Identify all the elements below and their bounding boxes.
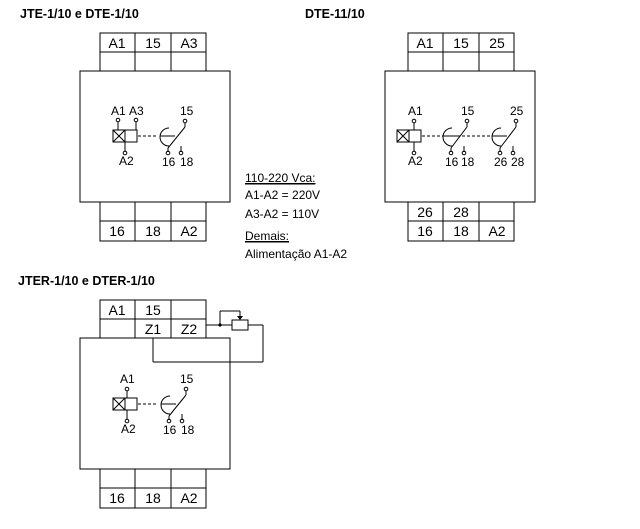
relay-jte: A1 15 A3 16 18 A2 A1 A3 [79, 32, 231, 242]
terminal-a1: A1 [108, 35, 125, 51]
potentiometer-icon [152, 310, 264, 363]
terminal-18: 18 [145, 490, 161, 506]
title-dte11: DTE-11/10 [305, 7, 365, 21]
terminal-16: 16 [417, 223, 433, 239]
title-jte-dte: JTE-1/10 e DTE-1/10 [20, 7, 139, 21]
changeover-contact-icon: 15 16 18 [159, 104, 194, 169]
label-a2: A2 [121, 422, 136, 436]
jte-top-terminal-block: A1 15 A3 [99, 32, 207, 72]
label-16: 16 [445, 155, 459, 169]
changeover-contact-icon: 15 16 18 [160, 372, 195, 437]
terminal-15: 15 [145, 302, 161, 318]
jter-top-terminal-block: A1 15 Z1 Z2 [99, 299, 207, 339]
notes-heading-2: Demais: [245, 229, 289, 243]
label-a3: A3 [129, 104, 144, 118]
jter-bottom-terminal-block: 16 18 A2 [99, 468, 207, 509]
label-16: 16 [162, 155, 176, 169]
notes-line-1: A1-A2 = 220V [245, 188, 320, 202]
relay-dte11: A1 15 25 26 28 16 18 A2 A1 A2 [384, 32, 536, 242]
terminal-25: 25 [489, 35, 505, 51]
terminal-26: 26 [417, 204, 433, 220]
notes-heading: 110-220 Vca: [245, 171, 316, 185]
changeover-contact-2-icon: 25 26 28 [491, 104, 525, 169]
jter-schematic: A1 A2 15 16 18 [112, 372, 195, 437]
terminal-z2: Z2 [181, 321, 198, 337]
dte11-bottom-terminal-block: 26 28 16 18 A2 [407, 201, 515, 242]
label-15: 15 [180, 104, 194, 118]
terminal-16: 16 [109, 223, 125, 239]
dte11-schematic: A1 A2 15 16 18 [396, 104, 525, 169]
terminal-z1: Z1 [145, 321, 162, 337]
label-26: 26 [494, 155, 508, 169]
terminal-a2: A2 [180, 490, 197, 506]
label-18: 18 [180, 155, 194, 169]
label-28: 28 [511, 155, 525, 169]
notes-line-3: Alimentação A1-A2 [245, 247, 347, 261]
label-16: 16 [163, 423, 177, 437]
label-18: 18 [461, 155, 475, 169]
terminal-a3: A3 [180, 35, 197, 51]
terminal-a1: A1 [416, 35, 433, 51]
label-25: 25 [510, 104, 524, 118]
voltage-notes: 110-220 Vca: A1-A2 = 220V A3-A2 = 110V D… [245, 171, 347, 261]
relay-jter: A1 15 Z1 Z2 16 18 A2 [79, 299, 264, 509]
label-a1: A1 [408, 104, 423, 118]
jte-bottom-terminal-block: 16 18 A2 [99, 201, 207, 242]
label-a2: A2 [119, 154, 134, 168]
label-18: 18 [181, 423, 195, 437]
label-a2: A2 [408, 154, 423, 168]
terminal-28: 28 [453, 204, 469, 220]
terminal-16: 16 [109, 490, 125, 506]
notes-line-2: A3-A2 = 110V [245, 207, 319, 221]
title-jter-dter: JTER-1/10 e DTER-1/10 [18, 274, 155, 288]
jte-schematic: A1 A3 A2 15 [111, 104, 194, 169]
label-a1: A1 [111, 104, 126, 118]
dte11-top-terminal-block: A1 15 25 [407, 32, 515, 72]
terminal-18: 18 [145, 223, 161, 239]
label-a1: A1 [120, 372, 135, 386]
label-15: 15 [461, 104, 475, 118]
terminal-15: 15 [145, 35, 161, 51]
terminal-18: 18 [453, 223, 469, 239]
terminal-a2: A2 [488, 223, 505, 239]
terminal-a2: A2 [180, 223, 197, 239]
terminal-15: 15 [453, 35, 469, 51]
changeover-contact-1-icon: 15 16 18 [442, 104, 475, 169]
terminal-a1: A1 [108, 302, 125, 318]
label-15: 15 [180, 372, 194, 386]
